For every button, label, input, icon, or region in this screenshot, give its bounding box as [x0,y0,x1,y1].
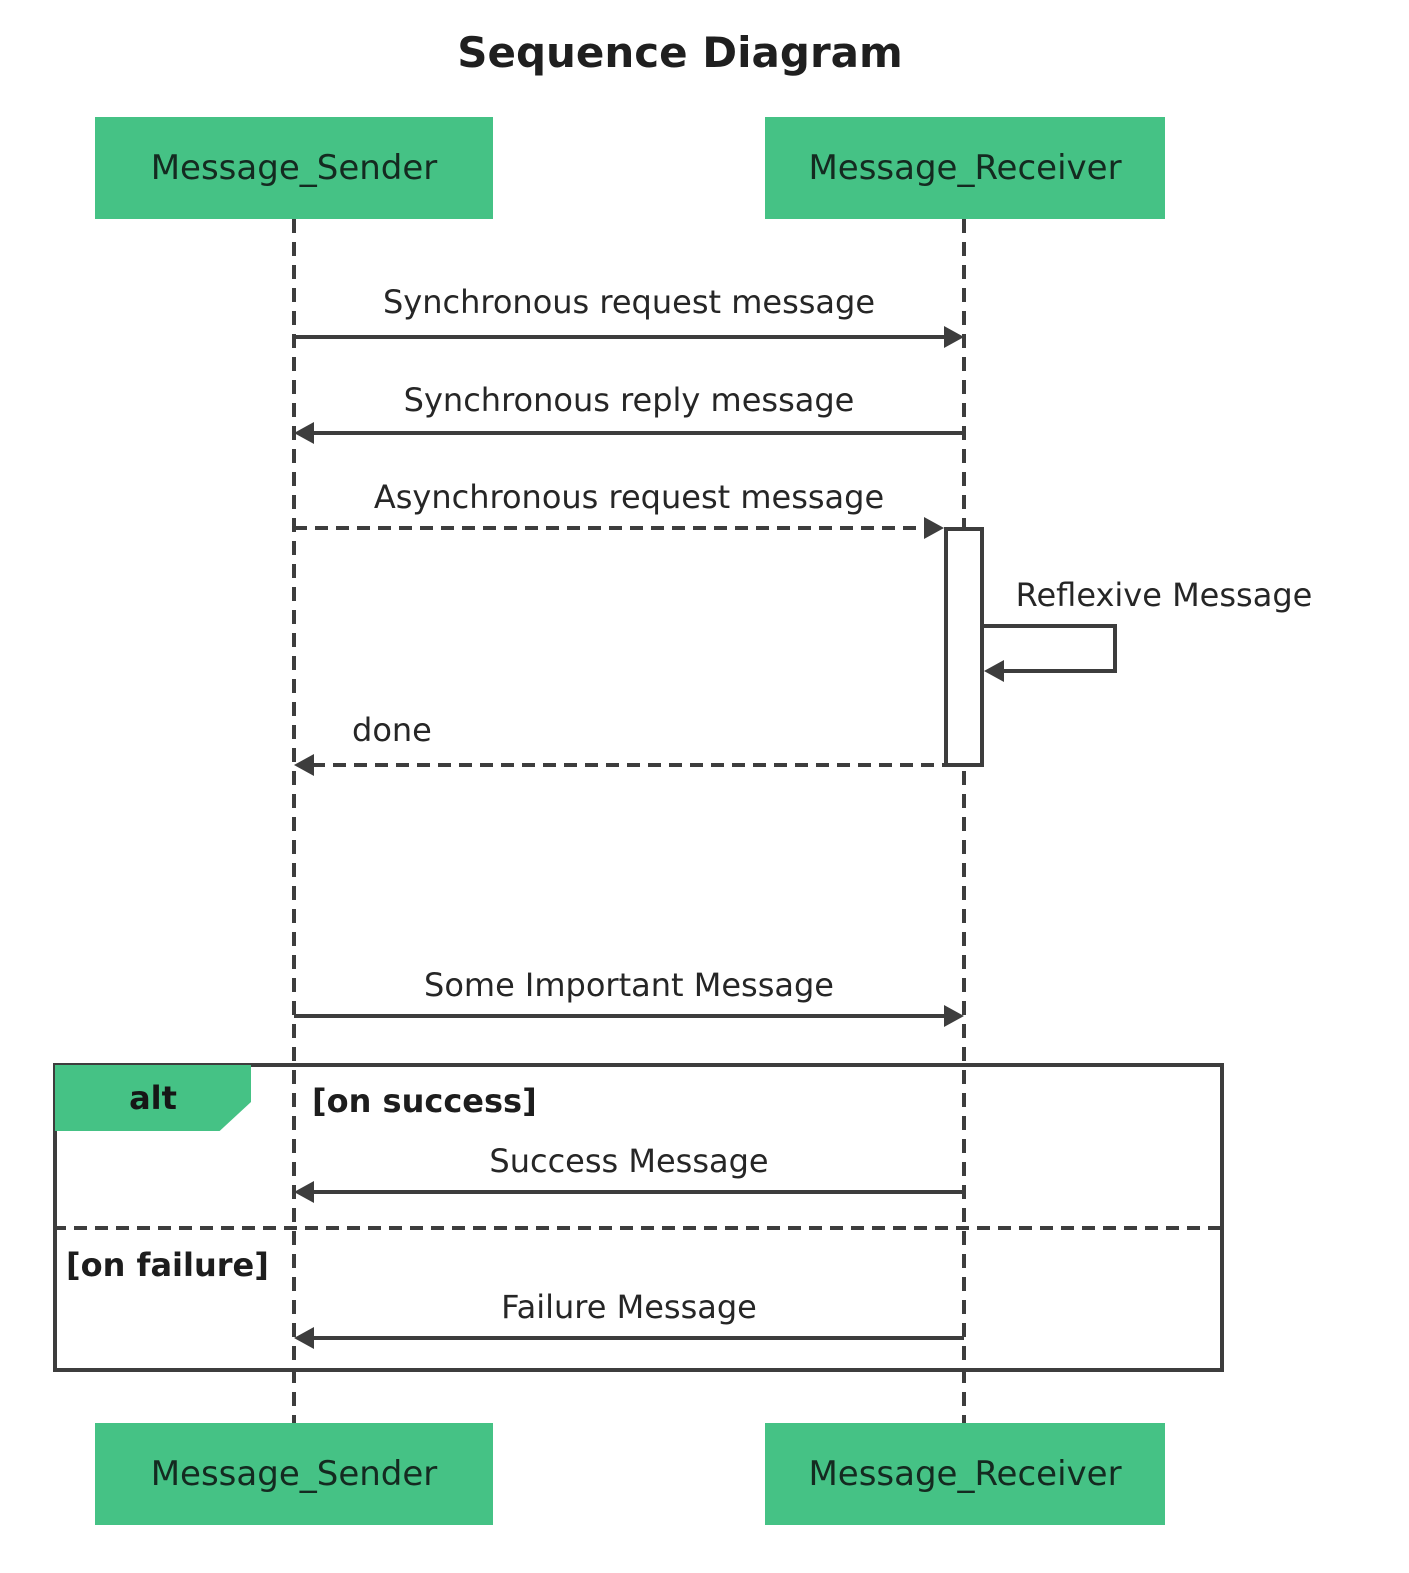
message-async-request-line [294,526,928,530]
actor-receiver-bottom: Message_Receiver [765,1423,1165,1525]
message-reflexive-label: Reflexive Message [1015,576,1313,614]
message-failure-label: Failure Message [501,1288,757,1326]
message-important-line [294,1014,948,1018]
arrowhead-left-icon [294,422,314,444]
arrowhead-left-icon [294,1327,314,1349]
message-sync-request-line [294,335,948,339]
arrowhead-left-icon [984,660,1004,682]
message-reflexive-return-line [1002,669,1117,673]
alt-condition-failure: [on failure] [66,1246,269,1284]
message-success-label: Success Message [489,1142,769,1180]
arrowhead-right-icon [944,326,964,348]
message-done-label: done [352,711,432,749]
message-sync-request-label: Synchronous request message [382,283,876,321]
actor-receiver-top: Message_Receiver [765,117,1165,219]
actor-receiver-bottom-label: Message_Receiver [808,1454,1122,1494]
diagram-title: Sequence Diagram [457,28,903,77]
actor-sender-top-label: Message_Sender [150,148,438,188]
actor-sender-top: Message_Sender [95,117,493,219]
message-sync-reply-label: Synchronous reply message [403,381,855,419]
lifeline-sender [292,219,296,1423]
arrowhead-left-icon [294,1181,314,1203]
message-sync-reply-line [312,431,964,435]
lifeline-receiver [962,219,966,1423]
message-async-request-label: Asynchronous request message [373,478,885,516]
arrowhead-left-icon [294,754,314,776]
message-reflexive-out-line [980,624,1117,628]
alt-frame-divider [53,1226,1224,1230]
alt-frame-label: alt [55,1065,251,1131]
alt-frame-label-text: alt [129,1079,177,1117]
activation-bar [944,527,984,767]
message-reflexive-side-line [1113,624,1117,673]
alt-condition-success: [on success] [312,1082,537,1120]
alt-frame [53,1063,1224,1372]
message-success-line [312,1190,964,1194]
actor-sender-bottom: Message_Sender [95,1423,493,1525]
message-failure-line [312,1336,964,1340]
actor-receiver-top-label: Message_Receiver [808,148,1122,188]
message-important-label: Some Important Message [424,966,834,1004]
arrowhead-right-icon [944,1005,964,1027]
message-done-line [312,763,964,767]
arrowhead-right-icon [924,517,944,539]
actor-sender-bottom-label: Message_Sender [150,1454,438,1494]
